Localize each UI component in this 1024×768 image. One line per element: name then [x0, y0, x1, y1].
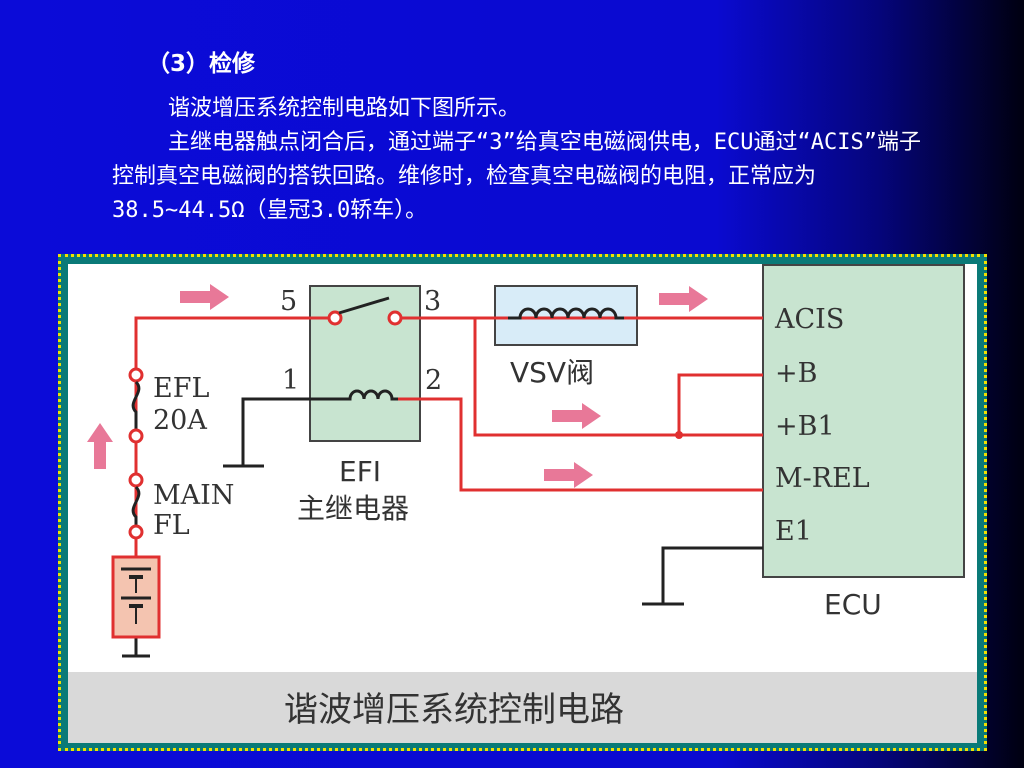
fuse-main-name: MAIN — [153, 480, 234, 511]
arrow-right-b1 — [552, 403, 601, 429]
section-heading: （3）检修 — [147, 51, 256, 77]
fuse-efl-element — [131, 380, 141, 430]
vsv-coil — [508, 307, 624, 320]
wire-relay-ground — [241, 397, 350, 466]
circuit-diagram: 谐波增压系统控制电路 — [68, 264, 977, 743]
relay-switch — [327, 296, 403, 326]
fuse-main-top-terminal — [128, 472, 144, 488]
fuse-efl-top-terminal — [128, 367, 144, 383]
relay-label-name: 主继电器 — [297, 492, 409, 525]
relay-box — [309, 285, 421, 442]
fuse-main-fl — [128, 472, 144, 540]
ecu-label: ECU — [824, 588, 882, 621]
arrow-right-mrel — [544, 462, 593, 488]
red-wires — [134, 316, 763, 541]
wire-e1-ground — [661, 546, 763, 604]
black-wires — [122, 397, 763, 658]
wire-junction-dot — [675, 431, 683, 439]
switch-contact-5 — [327, 310, 343, 326]
switch-contact-3 — [387, 310, 403, 326]
wire-b — [677, 373, 763, 435]
battery — [111, 541, 161, 639]
vsv-label: VSV阀 — [510, 356, 594, 389]
arrow-right-acis — [659, 286, 708, 312]
terminal-1-label: 1 — [282, 365, 299, 396]
diagram-caption: 谐波增压系统控制电路 — [284, 690, 624, 730]
intro-paragraph: 谐波增压系统控制电路如下图所示。 — [168, 96, 521, 121]
fuse-main-name-2: FL — [153, 510, 190, 541]
ecu-pin-m-rel: M-REL — [775, 463, 870, 494]
ecu-pin-acis: ACIS — [774, 304, 844, 335]
relay-coil — [342, 389, 398, 401]
ecu-pin-b1: +B1 — [775, 411, 835, 442]
relay-label-efi: EFI — [339, 455, 381, 488]
arrow-up-fuse — [87, 423, 113, 469]
repair-paragraph: 主继电器触点闭合后，通过端子“3”给真空电磁阀供电，ECU通过“ACIS”端子控… — [112, 130, 921, 223]
ecu-pin-e1: E1 — [775, 516, 812, 547]
fuse-efl-rating: 20A — [153, 405, 207, 436]
ecu-pin-b: +B — [775, 358, 817, 389]
ecu-box — [762, 264, 965, 578]
wire-m-rel — [394, 397, 763, 492]
circuit-svg: 谐波增压系统控制电路 — [68, 264, 977, 743]
fuse-main-bottom-terminal — [128, 524, 144, 540]
caption-band — [68, 672, 977, 743]
switch-blade — [338, 296, 390, 315]
fuse-efl — [128, 367, 144, 444]
wire-b1 — [473, 318, 763, 437]
terminal-2-label: 2 — [425, 365, 442, 396]
fuse-efl-name: EFL — [153, 373, 209, 404]
arrow-right-feed — [180, 284, 229, 310]
terminal-5-label: 5 — [280, 286, 297, 317]
flow-arrows — [87, 284, 708, 488]
fuse-efl-bottom-terminal — [128, 428, 144, 444]
vsv-valve-box — [494, 285, 638, 346]
diagram-frame: 谐波增压系统控制电路 — [58, 254, 987, 751]
fuse-main-element — [131, 485, 141, 526]
terminal-3-label: 3 — [424, 286, 441, 317]
wire-main-feed — [134, 316, 335, 541]
